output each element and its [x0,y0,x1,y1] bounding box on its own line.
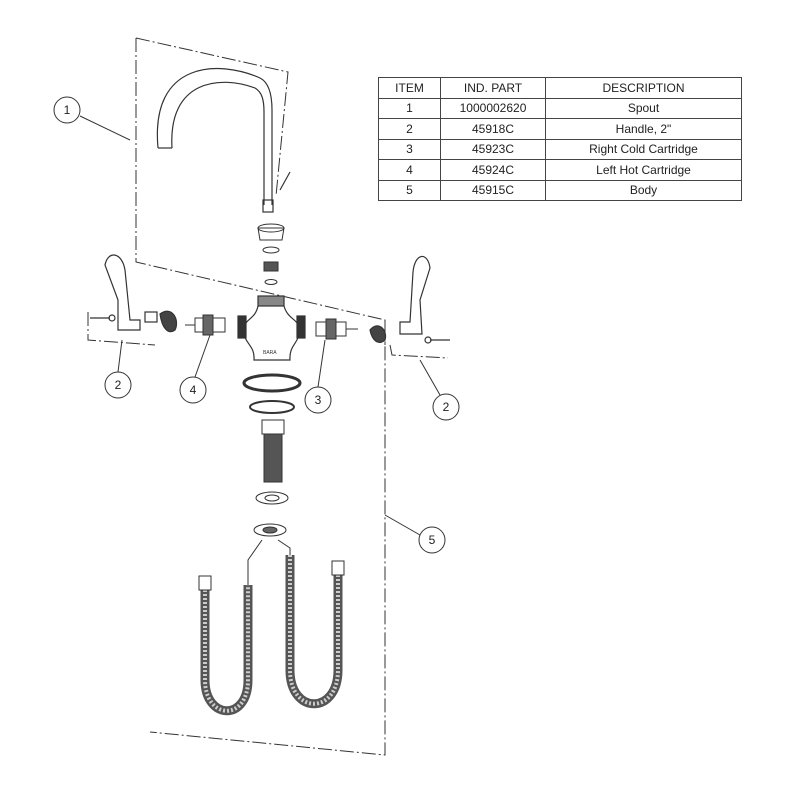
callout-2-left: 2 [104,371,132,399]
item-cell: 1 [378,97,441,119]
table-header-row: ITEM IND. PART DESCRIPTION [378,77,742,99]
description-cell: Body [545,179,742,201]
callout-3: 3 [304,386,332,414]
callout-1: 1 [53,96,81,124]
mounting-washer-and-nut [253,491,289,537]
header-item: ITEM [378,77,441,99]
header-part: IND. PART [440,77,546,99]
lower-gaskets [242,373,302,414]
svg-text:1: 1 [64,103,71,117]
part-cell: 45918C [440,118,546,140]
item-cell: 5 [378,179,441,201]
part-cell: 45915C [440,179,546,201]
callout-2-right: 2 [432,393,460,421]
svg-text:2: 2 [115,378,122,392]
header-description: DESCRIPTION [545,77,742,99]
description-cell: Spout [545,97,742,119]
part-cell: 45924C [440,159,546,181]
svg-text:4: 4 [190,383,197,397]
callout-5: 5 [418,526,446,554]
right-handle [369,255,450,344]
supply-hoses [198,539,345,716]
description-cell: Right Cold Cartridge [545,138,742,160]
spout-group-outline [87,37,449,756]
right-cold-cartridge [315,318,358,340]
faucet-body: BARA [237,295,306,361]
svg-text:2: 2 [443,400,450,414]
part-cell: 1000002620 [440,97,546,119]
description-cell: Left Hot Cartridge [545,159,742,181]
item-cell: 3 [378,138,441,160]
left-hot-cartridge [185,314,226,336]
item-cell: 4 [378,159,441,181]
spout-nut-and-washers [257,223,285,285]
shank [261,419,285,483]
left-handle [90,254,178,333]
part-cell: 45923C [440,138,546,160]
description-cell: Handle, 2" [545,118,742,140]
svg-text:BARA: BARA [263,350,277,356]
spout [156,67,291,213]
item-cell: 2 [378,118,441,140]
svg-text:3: 3 [315,393,322,407]
callout-leaders [79,115,441,536]
svg-text:5: 5 [429,533,436,547]
callout-4: 4 [179,376,207,404]
